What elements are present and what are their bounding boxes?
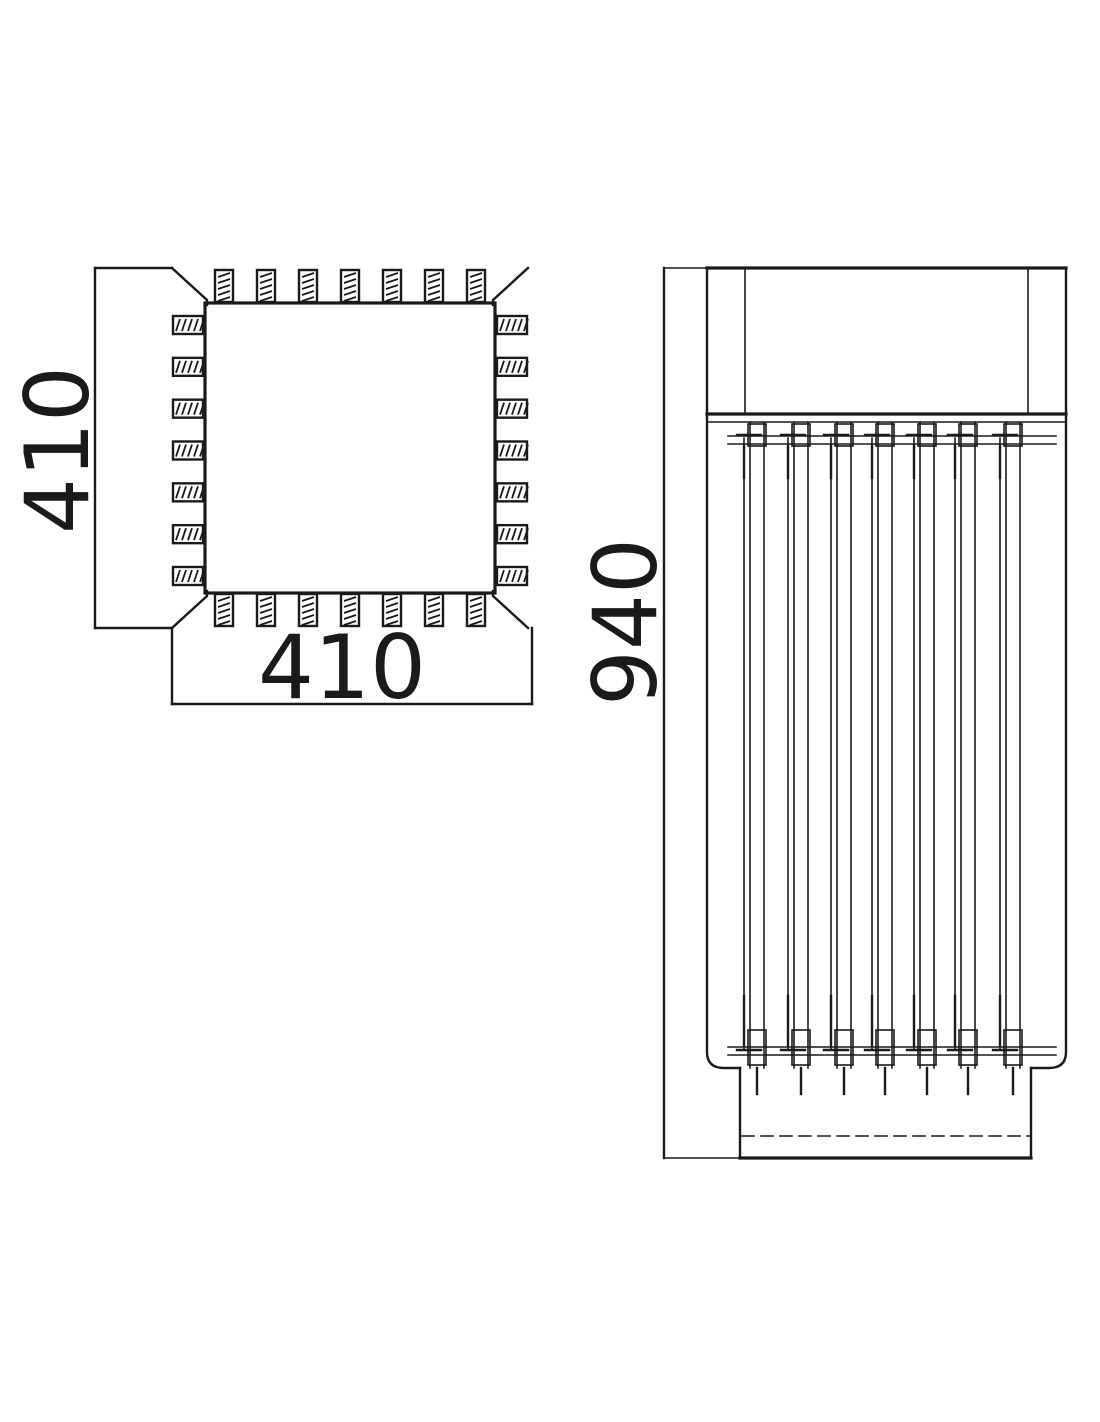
plan-corner-posts xyxy=(170,266,530,630)
plan-slat-top xyxy=(465,268,487,304)
plan-slat-bottom xyxy=(423,592,445,628)
plan-slat-top xyxy=(339,268,361,304)
plan-slat-right xyxy=(495,565,529,587)
plan-view: 410 410 xyxy=(6,266,534,719)
plan-slat-bottom xyxy=(465,592,487,628)
plan-slat-top xyxy=(423,268,445,304)
elevation-height-label: 940 xyxy=(574,538,677,706)
plan-slat-top xyxy=(297,268,319,304)
plan-height-label: 410 xyxy=(6,366,109,534)
plan-slat-right xyxy=(495,482,529,503)
plan-slats xyxy=(171,268,529,628)
plan-slat-right xyxy=(495,523,529,545)
elevation-slats xyxy=(735,421,1023,1096)
elevation-slat xyxy=(822,421,854,1096)
plan-slat-left xyxy=(171,398,205,419)
plan-slat-right xyxy=(495,440,529,461)
plan-slat-bottom xyxy=(255,592,277,628)
elevation-slat xyxy=(779,421,811,1096)
elevation-slat xyxy=(735,421,767,1096)
plan-width-dimension-line xyxy=(170,626,534,706)
plan-slat-left xyxy=(171,523,205,545)
plan-slat-top xyxy=(381,268,403,304)
bin-outer-body xyxy=(705,266,1068,1070)
plan-slat-bottom xyxy=(339,592,361,628)
elevation-slat xyxy=(863,421,895,1096)
elevation-view: 940 xyxy=(574,266,1068,1160)
plan-slat-left xyxy=(171,440,205,461)
plan-slat-left xyxy=(171,314,205,336)
plan-slat-left xyxy=(171,356,205,378)
plan-slat-bottom xyxy=(381,592,403,628)
bin-base xyxy=(738,1066,1033,1160)
elevation-slat xyxy=(991,421,1023,1096)
plan-slat-right xyxy=(495,356,529,378)
plan-height-dimension-line xyxy=(93,266,174,630)
elevation-height-dimension-line xyxy=(662,266,741,1160)
plan-slat-left xyxy=(171,565,205,587)
plan-slat-bottom xyxy=(297,592,319,628)
bin-lid xyxy=(705,269,1068,423)
elevation-slat xyxy=(946,421,978,1096)
plan-width-label: 410 xyxy=(258,616,426,719)
plan-inner-frame xyxy=(203,301,497,595)
plan-slat-right xyxy=(495,398,529,419)
plan-slat-left xyxy=(171,482,205,503)
plan-slat-bottom xyxy=(213,592,235,628)
plan-slat-right xyxy=(495,314,529,336)
plan-slat-top xyxy=(255,268,277,304)
elevation-slat xyxy=(905,421,937,1096)
plan-slat-top xyxy=(213,268,235,304)
